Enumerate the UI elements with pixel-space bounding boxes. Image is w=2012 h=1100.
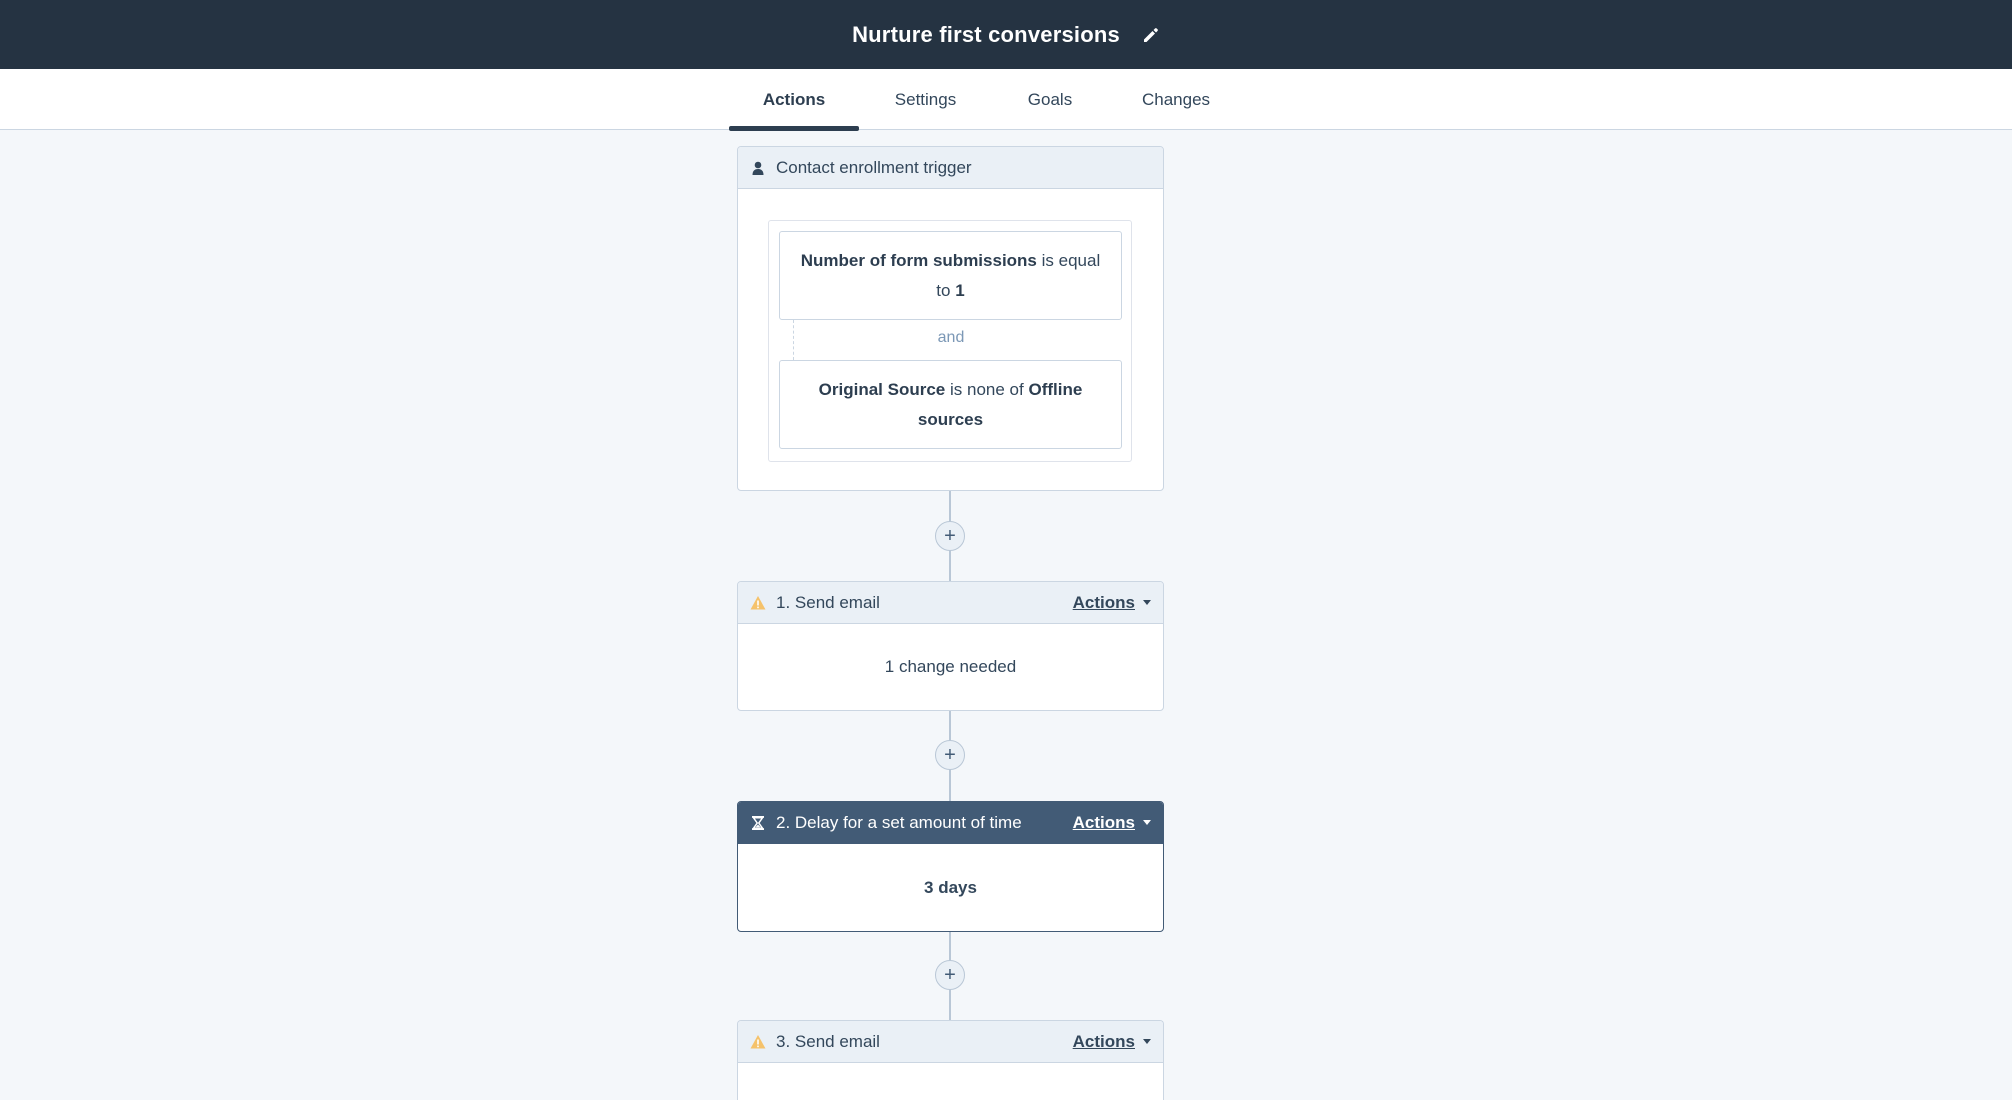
step-1-header[interactable]: 1. Send email Actions [738,582,1163,624]
step-3-header[interactable]: 3. Send email Actions [738,1021,1163,1063]
enrollment-trigger-card[interactable]: Contact enrollment trigger Number of for… [737,146,1164,491]
step-2-body: 3 days [924,877,977,897]
caret-down-icon [1143,600,1151,605]
workflow-title[interactable]: Nurture first conversions [852,21,1120,47]
add-action-button[interactable]: + [935,521,965,551]
filter-1-value: 1 [955,280,965,300]
filter-2-operator: is none of [950,379,1024,399]
trigger-filter-group: Number of form submissions is equal to 1… [768,220,1132,462]
warning-icon [750,595,766,611]
enrollment-trigger-label: Contact enrollment trigger [776,157,972,177]
step-card-2[interactable]: 2. Delay for a set amount of time Action… [737,801,1164,932]
filter-2-property: Original Source [818,379,946,399]
step-2-header[interactable]: 2. Delay for a set amount of time Action… [738,802,1163,844]
tab-actions[interactable]: Actions [729,69,859,131]
filter-1-operator: is equal to [936,250,1101,300]
filter-1-property: Number of form submissions [800,250,1037,270]
filter-joiner-and: and [937,329,965,346]
hourglass-icon [750,815,766,831]
workflow-topbar: Nurture first conversions [0,0,2012,69]
step-3-label: 3. Send email [776,1031,880,1051]
tab-changes[interactable]: Changes [1141,89,1211,109]
filter-joiner-line [793,320,794,360]
filter-2-value: Offline sources [917,379,1083,429]
warning-icon [750,1034,766,1050]
pencil-icon[interactable] [1142,26,1160,44]
caret-down-icon [1143,820,1151,825]
filter-2-text: Original Source is none of Offline sourc… [796,375,1105,435]
tab-bar: Actions Settings Goals Changes [0,69,2012,131]
step-card-1[interactable]: 1. Send email Actions 1 change needed [737,581,1164,711]
filter-1-text: Number of form submissions is equal to 1 [796,246,1105,306]
step-1-label: 1. Send email [776,592,880,612]
tab-settings[interactable]: Settings [894,89,957,109]
add-action-button[interactable]: + [935,740,965,770]
step-1-actions-label: Actions [1072,592,1135,612]
step-3-actions-label: Actions [1072,1031,1135,1051]
workflow-title-group: Nurture first conversions [852,22,1160,48]
filter-condition-1[interactable]: Number of form submissions is equal to 1 [779,231,1122,320]
add-action-button[interactable]: + [935,960,965,990]
filter-condition-2[interactable]: Original Source is none of Offline sourc… [779,360,1122,449]
step-card-3[interactable]: 3. Send email Actions [737,1020,1164,1100]
enrollment-trigger-header[interactable]: Contact enrollment trigger [738,147,1163,189]
step-3-actions-dropdown[interactable]: Actions [1073,1032,1151,1052]
step-2-label: 2. Delay for a set amount of time [776,812,1022,832]
tab-goals[interactable]: Goals [1027,89,1073,109]
step-2-actions-label: Actions [1072,812,1135,832]
step-1-actions-dropdown[interactable]: Actions [1073,593,1151,613]
caret-down-icon [1143,1039,1151,1044]
step-2-actions-dropdown[interactable]: Actions [1073,813,1151,833]
contact-icon [750,160,766,176]
step-1-body: 1 change needed [884,657,1017,676]
